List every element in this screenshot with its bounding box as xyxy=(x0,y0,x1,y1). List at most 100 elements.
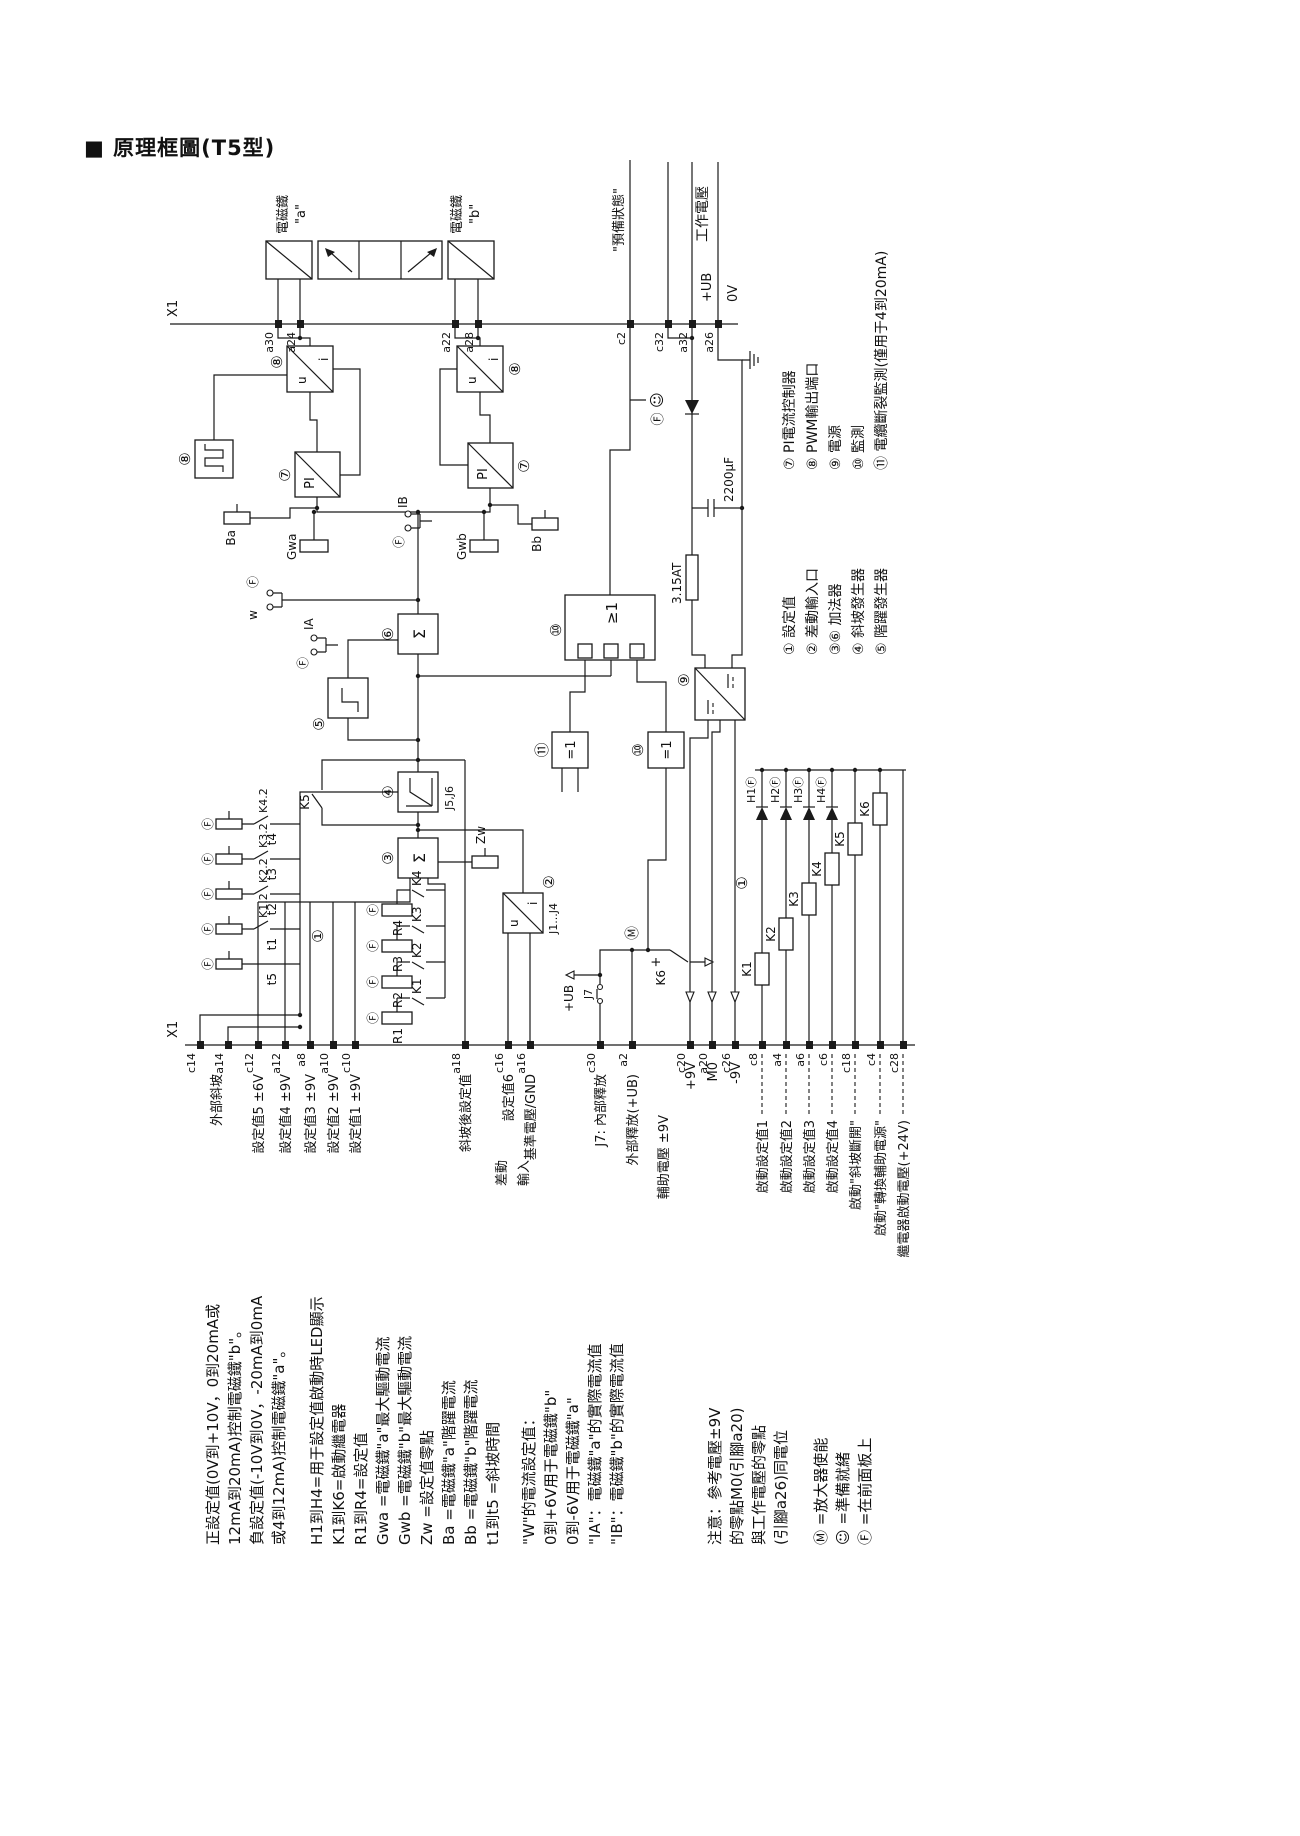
led-h1-label: H1Ⓕ xyxy=(745,777,758,803)
page-title: ■ 原理框圖(T5型) xyxy=(84,136,276,160)
capacitor-label: 2200μF xyxy=(722,457,736,502)
j5-j6-label: J5,J6 xyxy=(443,786,456,811)
num-8-icon: ⑧ xyxy=(268,355,286,368)
note-line: H1到H4=用于設定值啟動時LED顯示 xyxy=(308,1296,326,1545)
note-line: "IA"：電磁鐵"a"的實際電流值 xyxy=(586,1344,604,1545)
note-line: 與工作電壓的零點 xyxy=(750,1425,768,1545)
ba-pot xyxy=(223,511,251,525)
pin-id: a20 xyxy=(697,1053,710,1074)
pin-id: c8 xyxy=(747,1053,760,1066)
relay-k3-coil xyxy=(801,882,817,916)
enable-icon: Ⓜ xyxy=(625,926,641,940)
front-panel-icon: Ⓕ xyxy=(201,818,215,830)
k2-contact-label: K2 xyxy=(410,942,424,958)
u-label-diff: u xyxy=(507,919,521,927)
signal-label: 設定值5 ±6V xyxy=(251,1074,267,1154)
note-line: K1到K6=啟動繼電器 xyxy=(330,1404,348,1545)
note-line: 12mA到20mA)控制電磁鐵"b"。 xyxy=(226,1323,244,1545)
step-generator-box xyxy=(327,677,369,719)
ia-testpoint-label: IA xyxy=(302,617,316,630)
front-panel-icon: Ⓕ xyxy=(366,1012,380,1024)
ready-state-label: "預備狀態" xyxy=(611,188,627,252)
r4-label: R4 xyxy=(391,920,405,936)
or-gate-label: ≥1 xyxy=(603,602,621,624)
wires-external-dashed xyxy=(761,1051,904,1114)
fuse-label: 3.15AT xyxy=(670,562,684,604)
pin-id: a30 xyxy=(263,332,276,353)
ub-ref-label: +UB xyxy=(562,985,576,1012)
k12-contact-label: K1.2 xyxy=(257,893,270,918)
relay-k2-coil xyxy=(778,917,794,951)
num-8-icon: ⑧ xyxy=(176,452,194,465)
xor-10-box xyxy=(647,731,685,769)
note-line: t1到t5 =斜坡時間 xyxy=(484,1422,502,1545)
pin-id: c18 xyxy=(840,1053,853,1073)
ready-icon: ☺ xyxy=(648,392,666,408)
bb-pot xyxy=(531,517,559,531)
num-10-icon: ⑩ xyxy=(629,743,647,756)
pin-id: a2 xyxy=(617,1053,630,1067)
diff-input-label-2: 輸入 xyxy=(517,1160,532,1186)
function-blocks xyxy=(194,345,746,934)
signal-label: 啟動設定值1 xyxy=(755,1120,771,1193)
note-line: 或4到12mA)控制電磁鐵"a"。 xyxy=(270,1343,288,1545)
legend-item: ⑪ 電纜斷裂監測(僅用于4到20mA) xyxy=(873,251,890,470)
legend-item: ⑨ 電源 xyxy=(828,425,844,470)
solenoid-a-sub: "a" xyxy=(294,204,309,224)
signal-label: 設定值3 ±9V xyxy=(303,1074,319,1154)
junction-dots xyxy=(297,335,883,1030)
pin-id: c30 xyxy=(585,1053,598,1073)
relay-coils-leds xyxy=(754,792,888,986)
front-panel-icon: Ⓕ xyxy=(201,888,215,900)
pin-id: a32 xyxy=(677,332,690,353)
pin-id: a14 xyxy=(213,1053,226,1074)
note-line: Ⓕ =在前面板上 xyxy=(856,1438,874,1545)
notes-block: 正設定值(0V到+10V，0到20mA或 12mA到20mA)控制電磁鐵"b"。… xyxy=(204,1295,874,1545)
relay-k1-label: K1 xyxy=(740,961,754,977)
potentiometers xyxy=(215,504,559,1025)
note-line: 0到-6V用于電磁鐵"a" xyxy=(564,1397,582,1545)
rotated-canvas: X1 X1 c14 a14 c12 a12 a8 a10 c10 a18 c16… xyxy=(60,140,1000,1560)
signal-label: 基準電壓/GND xyxy=(523,1074,539,1160)
k22-contact-label: K2.2 xyxy=(257,858,270,883)
front-panel-icon: Ⓕ xyxy=(366,904,380,916)
diff-input-label-1: 差動 xyxy=(495,1160,510,1186)
note-line: 的零點M0(引腳a20) xyxy=(728,1408,746,1545)
pwm-oscillator-box xyxy=(194,439,234,479)
relay-k3-label: K3 xyxy=(787,891,801,907)
legend-item: ③⑥ 加法器 xyxy=(828,583,844,655)
pin-id: a6 xyxy=(794,1053,807,1067)
relay-k2-label: K2 xyxy=(764,926,778,942)
note-line: "IB"：電磁鐵"b"的實際電流值 xyxy=(608,1343,626,1545)
led-h4 xyxy=(826,807,838,820)
note-line: 正設定值(0V到+10V，0到20mA或 xyxy=(204,1304,222,1545)
pin-id: c14 xyxy=(185,1053,198,1073)
note-line: Ⓜ =放大器使能 xyxy=(812,1438,830,1545)
t5-label: t5 xyxy=(265,973,279,985)
r3-label: R3 xyxy=(391,956,405,972)
gwa-label: Gwa xyxy=(285,534,299,560)
connector-label-left: X1 xyxy=(166,1021,181,1038)
pi-b-label: PI xyxy=(476,468,491,480)
led-h4-label: H4Ⓕ xyxy=(815,777,828,803)
pin-id: c12 xyxy=(243,1053,256,1073)
front-panel-icon: Ⓕ xyxy=(366,940,380,952)
signal-label: 啟動"轉換輔助電源" xyxy=(874,1120,889,1236)
signal-label: 設定值4 ±9V xyxy=(278,1074,294,1154)
num-1-icon: ① xyxy=(309,929,327,942)
num-2-icon: ② xyxy=(540,875,558,888)
t2-label: t2 xyxy=(265,903,279,915)
relay-k5-label: K5 xyxy=(833,831,847,847)
signal-label: 設定值1 ±9V xyxy=(348,1074,364,1154)
pin-id: a24 xyxy=(285,332,298,353)
note-line: Ba =電磁鐵"a"階躍電流 xyxy=(440,1380,458,1545)
legend-item: ⑤ 階躍發生器 xyxy=(874,568,890,655)
diode-symbol xyxy=(685,400,699,414)
aux-voltage-label: 輔助電壓 ±9V xyxy=(657,1115,672,1199)
pin-id: a16 xyxy=(515,1053,528,1074)
relay-k4-coil xyxy=(824,852,840,886)
front-panel-icon: Ⓕ xyxy=(201,923,215,935)
signal-label: 啟動設定值2 xyxy=(779,1120,795,1193)
pin-id: c2 xyxy=(615,332,628,345)
num-10-icon: ⑩ xyxy=(547,623,565,636)
